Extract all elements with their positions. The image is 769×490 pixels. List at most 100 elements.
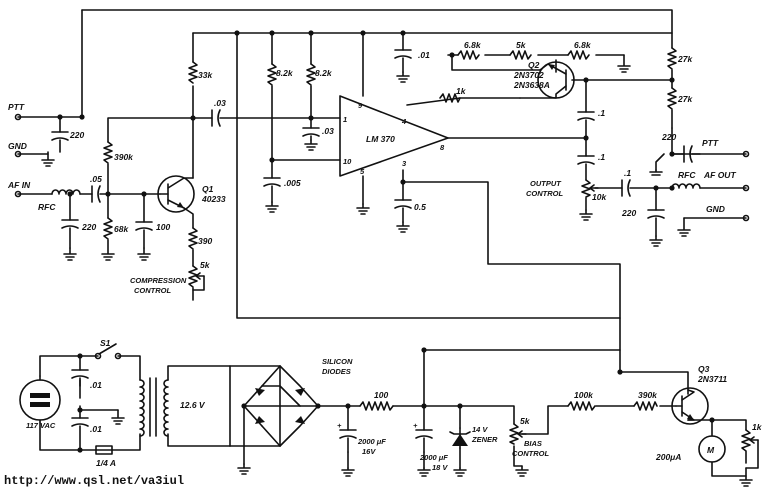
- label-c1-b: .1: [598, 152, 605, 162]
- label-r27k-b: 27k: [677, 94, 693, 104]
- label-q1-part: 40233: [201, 194, 226, 204]
- label-pin10: 10: [343, 157, 352, 166]
- label-c05-pin: 0.5: [414, 202, 426, 212]
- label-zener-v: 14 V: [472, 425, 488, 434]
- label-bias-control: CONTROL: [512, 449, 549, 458]
- label-pin1: 1: [343, 115, 347, 124]
- svg-text:+: +: [413, 421, 418, 430]
- label-r1k-meter: 1k: [752, 422, 763, 432]
- label-c220-in: 220: [81, 222, 96, 232]
- label-q2-part1: 2N3702: [513, 70, 544, 80]
- cap-polarity-marks: + +: [337, 421, 418, 430]
- label-cap-2000b: 2000 μF: [419, 453, 448, 462]
- switch-s1: [94, 343, 122, 360]
- meter-symbol: M: [707, 445, 715, 455]
- label-q1-name: Q1: [202, 184, 214, 194]
- label-ptt-right: PTT: [702, 138, 719, 148]
- ground-symbols: [41, 54, 753, 487]
- label-af-out: AF OUT: [703, 170, 736, 180]
- label-rfc-in: RFC: [38, 202, 56, 212]
- label-gnd-right: GND: [706, 204, 725, 214]
- label-pin5: 5: [360, 167, 365, 176]
- label-r5k-bias: 5k: [520, 416, 531, 426]
- label-ptt-left: PTT: [8, 102, 25, 112]
- label-compression-control: CONTROL: [134, 286, 171, 295]
- label-c1-a: .1: [598, 108, 605, 118]
- label-pin9: 9: [358, 101, 363, 110]
- label-s1: S1: [100, 338, 111, 348]
- label-pin8: 8: [440, 143, 445, 152]
- capacitors: [51, 49, 701, 453]
- label-c100: 100: [156, 222, 170, 232]
- label-r10k: 10k: [592, 192, 607, 202]
- label-pin4: 4: [401, 117, 407, 126]
- label-bias: BIAS: [524, 439, 542, 448]
- terminals: [14, 113, 750, 222]
- label-c220-ptt: 220: [69, 130, 84, 140]
- label-af-in: AF IN: [7, 180, 31, 190]
- label-c220-out-top: 220: [661, 132, 676, 142]
- fuse: [95, 445, 113, 455]
- label-meter-value: 200μA: [655, 452, 681, 462]
- label-c01-top: .01: [418, 50, 430, 60]
- label-117vac: 117 VAC: [26, 421, 56, 430]
- resistors: [103, 47, 751, 464]
- label-r100k: 100k: [574, 390, 594, 400]
- label-r68k-a: 6.8k: [464, 40, 482, 50]
- label-q3-part: 2N3711: [697, 374, 727, 384]
- label-r390k: 390k: [114, 152, 134, 162]
- label-lm370: LM 370: [366, 134, 395, 144]
- labels: PTT GND 220 AF IN RFC .05 390k 68k 220 1…: [4, 40, 763, 488]
- label-q3-name: Q3: [698, 364, 710, 374]
- inductors: [51, 183, 701, 195]
- bridge-rectifier: [229, 365, 319, 447]
- label-output-control: CONTROL: [526, 189, 563, 198]
- label-output: OUTPUT: [530, 179, 562, 188]
- label-r82k-a: 8.2k: [276, 68, 294, 78]
- label-compression: COMPRESSION: [130, 276, 187, 285]
- label-cap-2000a: 2000 μF: [357, 437, 386, 446]
- label-r27k-a: 27k: [677, 54, 693, 64]
- label-c01-a: .01: [90, 380, 102, 390]
- label-gnd-left: GND: [8, 141, 27, 151]
- label-c1-c: .1: [624, 168, 631, 178]
- power-plug: [19, 375, 61, 423]
- label-c01-b: .01: [90, 424, 102, 434]
- transistor-q1: [157, 175, 195, 213]
- label-r5k-q2: 5k: [516, 40, 527, 50]
- pot-wipers: [192, 184, 759, 469]
- label-r5k-comp: 5k: [200, 260, 211, 270]
- junction-dots: [57, 30, 715, 453]
- label-zener: ZENER: [471, 435, 498, 444]
- label-r68k: 68k: [114, 224, 129, 234]
- label-r1k: 1k: [456, 86, 467, 96]
- label-cap-2000b-v: 18 V: [432, 463, 448, 472]
- label-q2-name: Q2: [528, 60, 540, 70]
- label-r82k-b: 8.2k: [315, 68, 333, 78]
- label-r100: 100: [374, 390, 388, 400]
- lm370-amplifier: [339, 95, 449, 177]
- label-c03: .03: [322, 126, 334, 136]
- label-c03-top: .03: [214, 98, 226, 108]
- label-r390: 390: [198, 236, 212, 246]
- label-r33k: 33k: [198, 70, 213, 80]
- meter: M: [698, 435, 726, 463]
- label-cap-2000a-v: 16V: [362, 447, 376, 456]
- zener-diode: [449, 427, 471, 449]
- source-url: http://www.qsl.net/va3iul: [4, 474, 184, 488]
- label-silicon: SILICON: [322, 357, 353, 366]
- label-pin3: 3: [402, 159, 407, 168]
- transistor-q3: [671, 387, 709, 425]
- label-c220-out-bot: 220: [621, 208, 636, 218]
- label-fuse: 1/4 A: [96, 458, 116, 468]
- label-r390k-q3: 390k: [638, 390, 658, 400]
- label-rfc-out: RFC: [678, 170, 696, 180]
- label-c005: .005: [284, 178, 301, 188]
- label-q2-part2: 2N3638A: [513, 80, 550, 90]
- label-r68k-b: 6.8k: [574, 40, 592, 50]
- label-c05-in: .05: [90, 174, 102, 184]
- label-12v: 12.6 V: [180, 400, 206, 410]
- transformer: [139, 377, 169, 437]
- svg-text:+: +: [337, 421, 342, 430]
